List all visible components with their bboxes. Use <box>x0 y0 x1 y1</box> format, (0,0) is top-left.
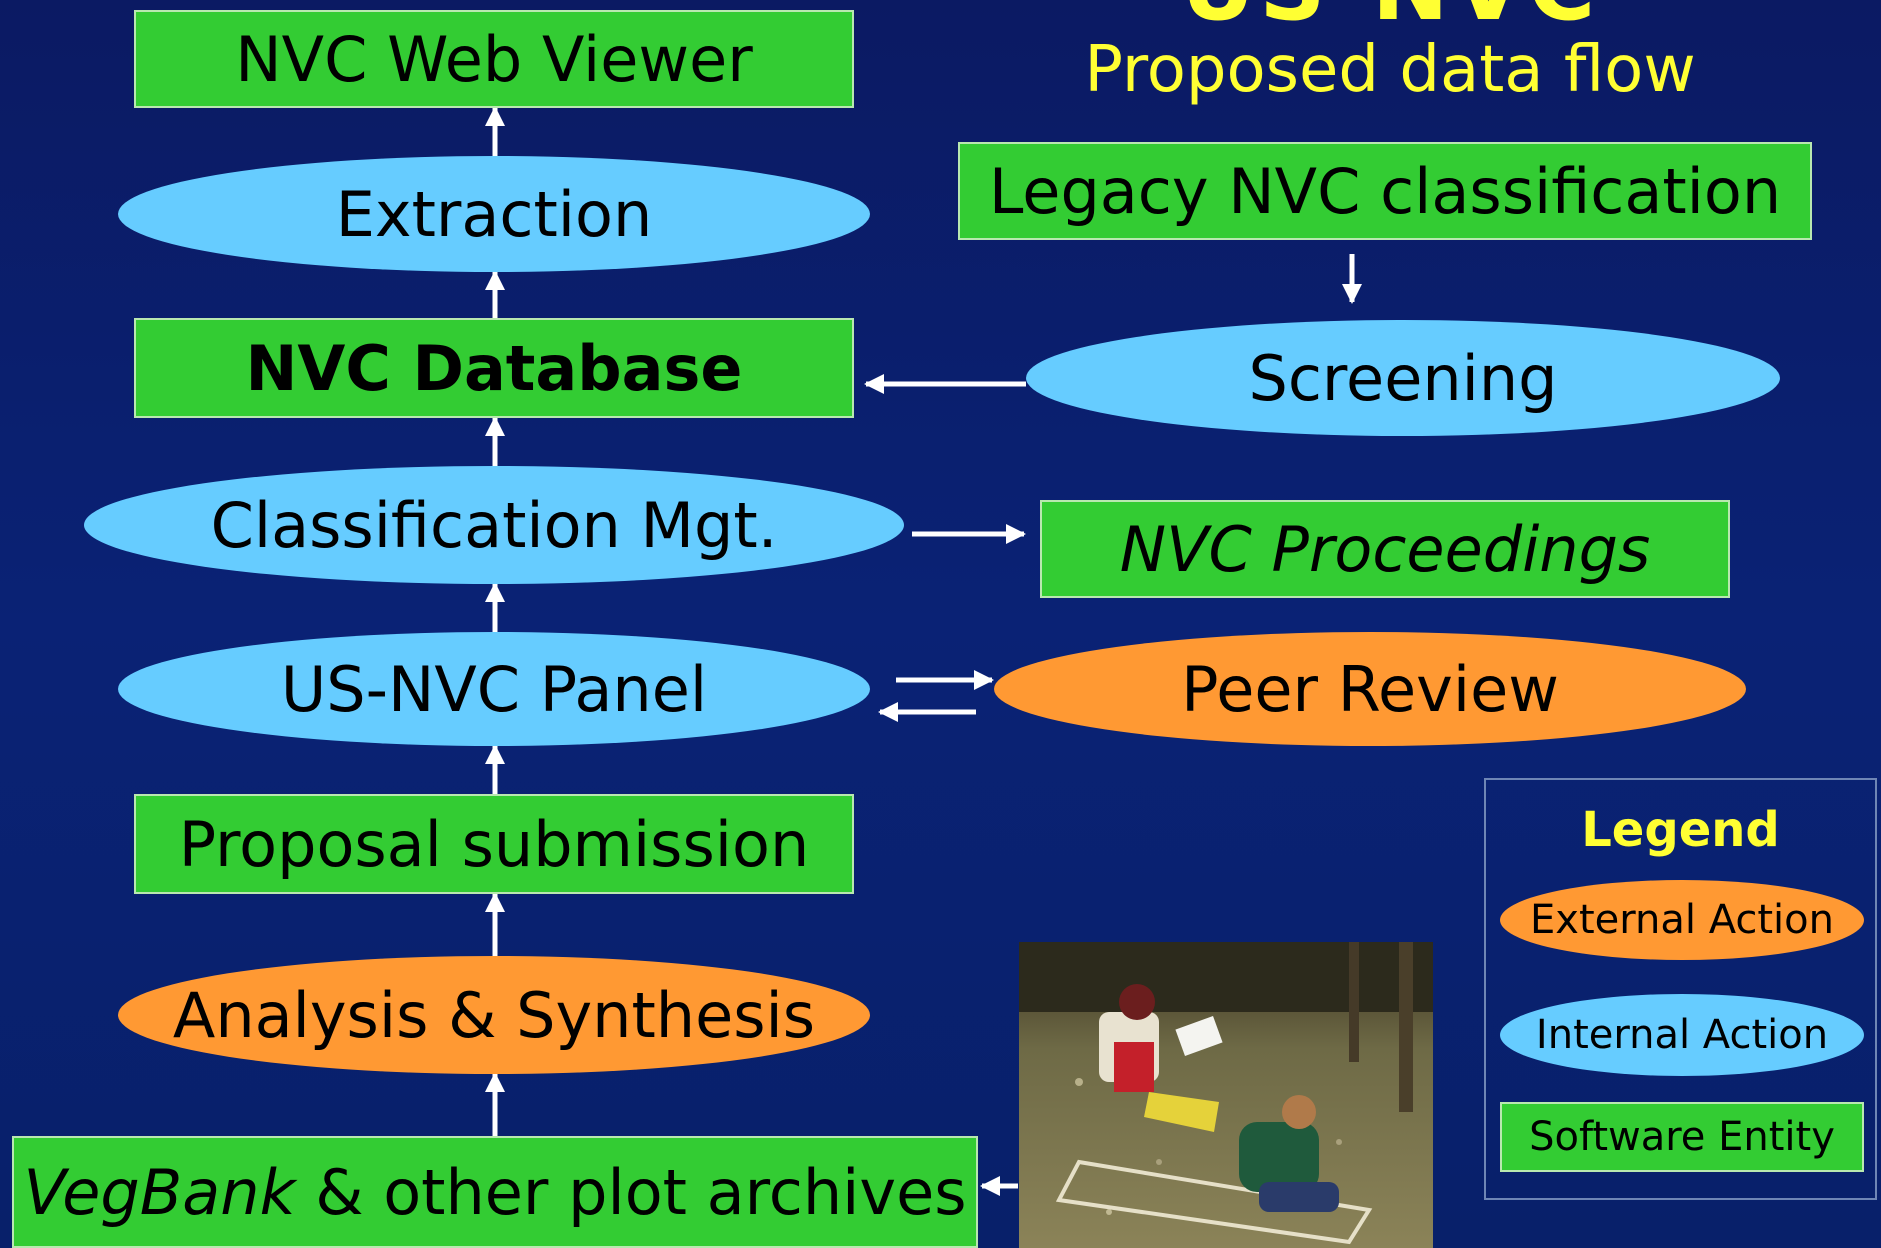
legend-external-action-oval: External Action <box>1500 880 1864 960</box>
analysis-synthesis-label: Analysis & Synthesis <box>172 978 816 1052</box>
legend-software-entity-box: Software Entity <box>1500 1102 1864 1172</box>
us-nvc-panel-oval: US-NVC Panel <box>118 632 870 746</box>
proposal-submission-box: Proposal submission <box>134 794 854 894</box>
legend-internal-action-label: Internal Action <box>1535 1012 1829 1058</box>
analysis-synthesis-oval: Analysis & Synthesis <box>118 956 870 1074</box>
extraction-oval: Extraction <box>118 156 870 272</box>
legend-internal-action-oval: Internal Action <box>1500 994 1864 1076</box>
vegbank-box: VegBank & other plot archives <box>12 1136 978 1248</box>
legend-panel: Legend External Action Internal Action S… <box>1484 778 1877 1200</box>
nvc-proceedings-box: NVC Proceedings <box>1040 500 1730 598</box>
vegbank-label: VegBank & other plot archives <box>23 1156 966 1229</box>
slide-title-partial: US-NVC <box>1150 0 1630 34</box>
nvc-web-viewer-label: NVC Web Viewer <box>235 22 753 96</box>
peer-review-oval: Peer Review <box>994 632 1746 746</box>
legend-title: Legend <box>1581 802 1780 858</box>
photo-illustration <box>1019 942 1433 1248</box>
nvc-web-viewer-box: NVC Web Viewer <box>134 10 854 108</box>
vegbank-name: VegBank <box>23 1155 296 1229</box>
nvc-proceedings-label: NVC Proceedings <box>1119 512 1651 586</box>
legacy-classification-box: Legacy NVC classification <box>958 142 1812 240</box>
us-nvc-panel-label: US-NVC Panel <box>280 652 708 726</box>
slide-subtitle: Proposed data flow <box>1084 33 1696 107</box>
classification-mgt-oval: Classification Mgt. <box>84 466 904 584</box>
classification-mgt-label: Classification Mgt. <box>210 488 778 562</box>
peer-review-label: Peer Review <box>1181 652 1559 726</box>
legacy-classification-label: Legacy NVC classification <box>988 154 1782 228</box>
nvc-database-label: NVC Database <box>245 331 743 405</box>
screening-oval: Screening <box>1026 320 1780 436</box>
nvc-database-box: NVC Database <box>134 318 854 418</box>
legend-external-action-label: External Action <box>1530 897 1834 943</box>
screening-label: Screening <box>1248 341 1558 415</box>
vegbank-rest: & other plot archives <box>295 1155 967 1229</box>
field-survey-photo <box>1019 942 1433 1248</box>
extraction-label: Extraction <box>335 177 653 251</box>
legend-software-entity-label: Software Entity <box>1529 1114 1835 1160</box>
proposal-submission-label: Proposal submission <box>178 807 810 881</box>
